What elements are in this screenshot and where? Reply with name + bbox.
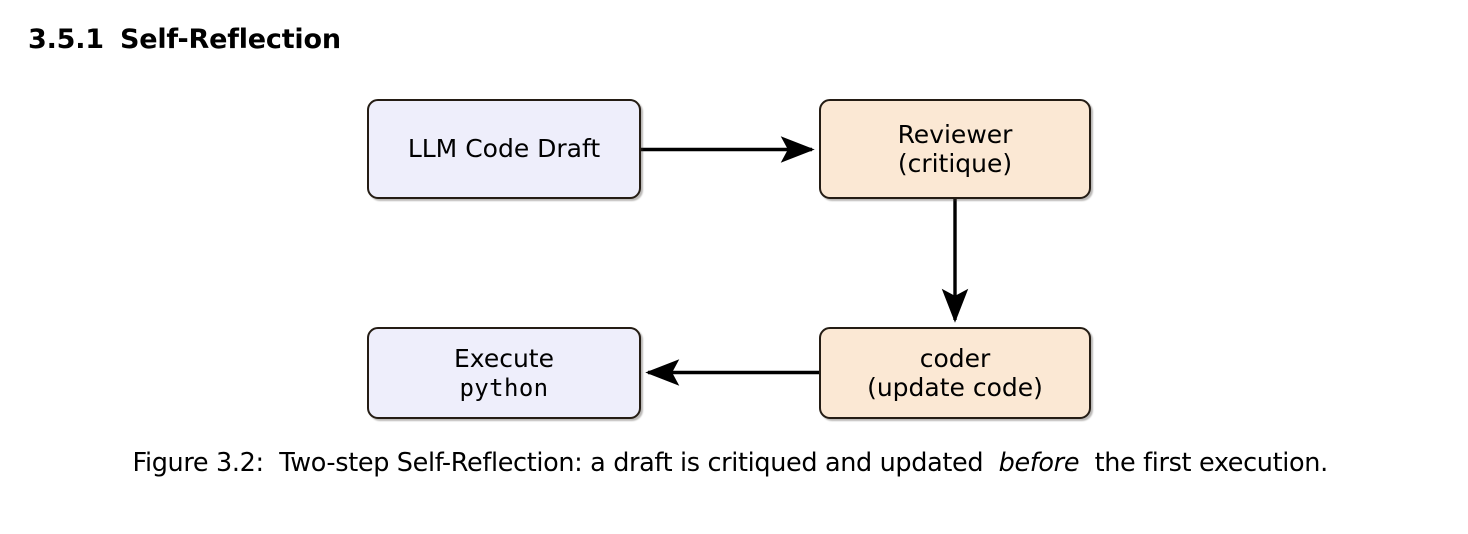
node-reviewer[interactable]: Reviewer (critique) — [819, 99, 1091, 199]
node-execute-python-line2: python — [459, 373, 549, 402]
figure-caption-label: Figure 3.2: — [132, 448, 265, 478]
section-heading: 3.5.1 Self-Reflection — [28, 24, 341, 55]
section-title: Self-Reflection — [120, 24, 341, 55]
node-reviewer-line2: (critique) — [897, 149, 1013, 178]
figure-caption-emphasis: before — [998, 448, 1080, 478]
figure-caption: Figure 3.2: Two-step Self-Reflection: a … — [0, 448, 1468, 478]
node-execute-python-line1: Execute — [454, 344, 554, 374]
node-coder-line2: (update code) — [867, 373, 1043, 402]
node-coder-line1: coder — [919, 343, 991, 373]
section-number: 3.5.1 — [28, 24, 104, 55]
node-execute-python[interactable]: Execute python — [367, 327, 641, 419]
node-llm-code-draft[interactable]: LLM Code Draft — [367, 99, 641, 199]
node-llm-code-draft-line1: LLM Code Draft — [407, 134, 601, 164]
arrow-layer — [641, 136, 969, 386]
figure-caption-text-before: Two-step Self-Reflection: a draft is cri… — [279, 448, 984, 478]
figure-diagram: LLM Code Draft Reviewer (critique) Execu… — [0, 80, 1468, 440]
figure-caption-text-after: the first execution. — [1094, 448, 1329, 478]
node-reviewer-line1: Reviewer — [897, 119, 1013, 149]
node-coder[interactable]: coder (update code) — [819, 327, 1091, 419]
